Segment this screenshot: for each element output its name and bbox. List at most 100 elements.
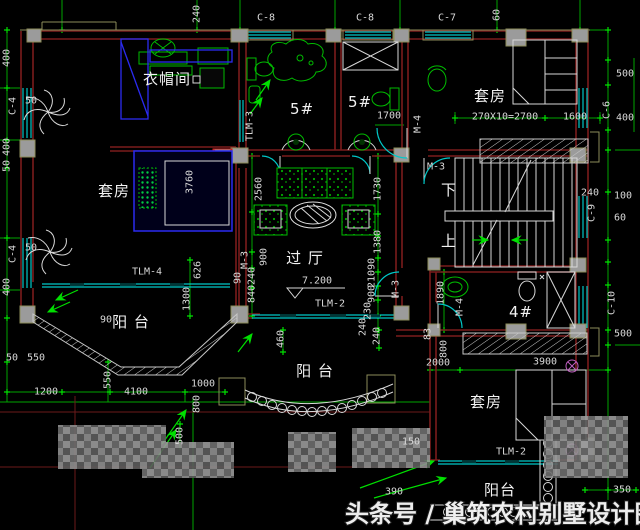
dim-label: 550: [27, 353, 45, 364]
dim-label: 83: [423, 328, 434, 340]
dim-label: 240: [581, 188, 599, 199]
dim-label: 1000: [191, 379, 215, 390]
dim-label: 240: [358, 318, 369, 336]
dim-label: M-3: [240, 251, 251, 269]
dim-label: 1300: [182, 287, 193, 311]
dim-label: 50: [25, 243, 37, 254]
dim-label: 3900: [533, 357, 557, 368]
dim-label: 90: [367, 258, 378, 270]
wardrobe-bands: [462, 138, 589, 355]
dim-label: 1730: [373, 177, 384, 201]
dim-label: 270X10=2700: [472, 112, 538, 123]
dim-label: C-4: [8, 97, 19, 115]
dim-label: 500: [614, 329, 632, 340]
dim-label: 150: [402, 437, 420, 448]
bathroom4-fixtures: [441, 271, 576, 329]
dim-label: 100: [614, 191, 632, 202]
dim-label: C-4: [8, 245, 19, 263]
dim-label: 900: [367, 285, 378, 303]
dim-label: 1890: [436, 281, 447, 305]
window-C4-upper: [22, 88, 32, 138]
dim-label: 460: [276, 330, 287, 348]
balcony-southwest: [32, 312, 238, 376]
room-label: 5#: [348, 93, 372, 111]
cloakroom-furniture: [120, 38, 233, 120]
dim-label: 550: [103, 371, 114, 389]
dim-label: 50: [25, 96, 37, 107]
dim-label: 800: [439, 340, 450, 358]
balusters: [247, 388, 387, 417]
mosaic-blur-patches: [58, 416, 628, 478]
room-label: 阳台: [484, 481, 516, 499]
room-label: 套房: [470, 393, 502, 411]
door-M3-stairhall: [423, 157, 451, 185]
dim-label: 840: [247, 285, 258, 303]
dim-label: C-8: [257, 13, 275, 24]
dim-label: 400: [2, 138, 13, 156]
dim-label: 3760: [185, 170, 196, 194]
door-TLM-4: [42, 283, 230, 288]
window-C8-right: [342, 29, 394, 41]
window-C8-left: [242, 29, 294, 41]
dim-label: M-3: [391, 280, 402, 298]
door-TLM-2-suite: [438, 460, 558, 465]
dim-label: 900: [259, 248, 270, 266]
dim-label: 500: [616, 69, 634, 80]
window-C6: [578, 88, 588, 128]
door-M4-suite: [376, 127, 408, 159]
door-TLM-2-hall: [252, 314, 396, 319]
dim-label: TLM-4: [132, 267, 162, 278]
dim-label: M-4: [413, 115, 424, 133]
dim-label: 50: [6, 353, 18, 364]
dim-label: 400: [2, 278, 13, 296]
dim-label: TLM-3: [245, 111, 256, 141]
balcony-south-curved: [218, 374, 396, 417]
room-label: 下: [441, 181, 457, 199]
suite-northeast-furniture: [427, 39, 578, 105]
bathroom5-left-fixtures: [246, 39, 327, 151]
room-label: 套房: [98, 182, 130, 200]
room-label: 过 厅: [286, 249, 324, 267]
dim-label: C-10: [607, 291, 618, 315]
dim-label: C-8: [356, 13, 374, 24]
dim-label: 240: [192, 5, 203, 23]
dim-label: 50: [2, 160, 13, 172]
dim-label: 626: [193, 261, 204, 279]
dim-label: C-6: [602, 101, 613, 119]
dim-label: 90: [100, 315, 112, 326]
dim-label: 2000: [426, 358, 450, 369]
dim-label: 4100: [124, 387, 148, 398]
dim-label: 1200: [34, 387, 58, 398]
dim-label: 400: [2, 49, 13, 67]
dim-label: 240: [372, 327, 383, 345]
dim-label: 1600: [563, 112, 587, 123]
plant-lower: [25, 229, 73, 275]
window-C10: [578, 286, 588, 328]
dim-label: C-9: [587, 204, 598, 222]
dim-label: 400: [616, 113, 634, 124]
plant-upper: [23, 89, 71, 135]
room-label: 衣帽间: [143, 70, 191, 88]
window-C9: [578, 196, 588, 238]
dim-label: 2560: [254, 177, 265, 201]
door-bath5-right: [351, 155, 371, 175]
door-M4-bath4: [437, 303, 463, 329]
window-C7: [422, 29, 474, 41]
dim-label: M-4: [455, 298, 466, 316]
dim-label: 500: [175, 427, 186, 445]
dim-label: 1380: [373, 230, 384, 254]
dim-label: 230: [363, 302, 374, 320]
elevation-marker: [285, 287, 345, 299]
suite-west-bed: [133, 150, 233, 232]
room-label: 阳 台: [296, 362, 334, 380]
dim-label: 90: [233, 272, 244, 284]
room-label: 5#: [290, 100, 314, 118]
door-M3-hall: [374, 271, 400, 297]
dim-label: 60: [614, 213, 626, 224]
watermark-text: 头条号 / 巢筑农村别墅设计图纸: [345, 500, 640, 528]
dim-label: 800: [192, 395, 203, 413]
stair-handrail: [444, 210, 554, 222]
